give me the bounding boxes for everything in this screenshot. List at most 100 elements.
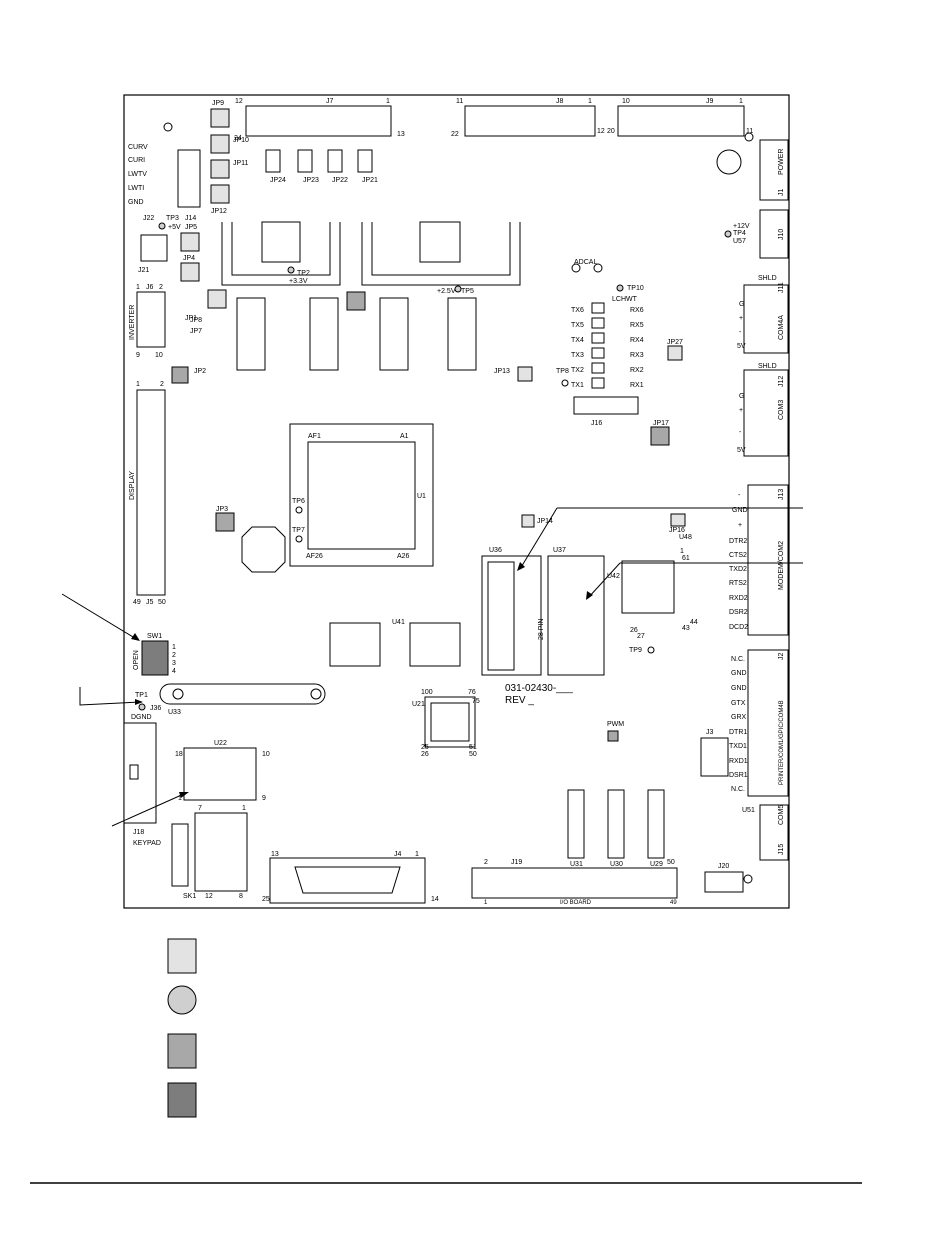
j6-pin1: 1 [136, 284, 140, 291]
connector-j8: 11 J8 1 22 12 [451, 98, 605, 138]
u21-pin50: 50 [469, 751, 477, 758]
tp2-label: TP2 [297, 270, 310, 277]
u21-pin100: 100 [421, 689, 433, 696]
callout-line-u37b [587, 562, 621, 599]
tp5-point [454, 285, 462, 293]
jumper-jp16 [670, 513, 686, 527]
j5-pin49: 49 [133, 599, 141, 606]
tp4-label: TP4 [733, 230, 746, 237]
p33v-label: +3.3V [289, 278, 308, 285]
jumper-jp4 [180, 262, 200, 282]
tp3-label: TP3 [166, 215, 179, 222]
chip-u14 [447, 297, 477, 371]
connector-j6 [136, 291, 166, 348]
j20-label: J20 [718, 863, 729, 870]
u1-label: U1 [417, 493, 426, 500]
callout-line-tp1 [79, 687, 141, 706]
j11-label: J11 [778, 282, 785, 293]
plus5v-label: +5V [168, 224, 181, 231]
power-label: POWER [778, 149, 785, 175]
jp14-label: JP14 [537, 518, 553, 525]
jp4-label: JP4 [183, 255, 195, 262]
connector-j18 [123, 722, 157, 824]
u57-label: U57 [733, 238, 746, 245]
connector-j19 [471, 867, 678, 899]
callout-arrow-u22 [179, 792, 189, 798]
cts2-label: CTS2 [729, 552, 747, 559]
tp7-point [295, 535, 303, 543]
com3-label: COM3 [778, 400, 785, 420]
tx6: TX6 [571, 307, 584, 314]
j4-label: J4 [394, 851, 402, 858]
connector-j7: 12 J7 1 24 13 [234, 98, 405, 142]
jp9-label: JP9 [212, 100, 224, 107]
u21-label: U21 [412, 701, 425, 708]
j8-name: J8 [556, 98, 564, 105]
component-u33 [159, 683, 326, 705]
j4-pin25: 25 [262, 896, 270, 903]
minus1-label: - [739, 329, 742, 336]
j5-pin1: 1 [136, 381, 140, 388]
j7-right-pin: 1 [386, 98, 390, 105]
jp1-label: JP1 [185, 315, 197, 322]
rx2: RX2 [630, 367, 644, 374]
connector-j10 [759, 209, 789, 259]
jp3-label: JP3 [216, 506, 228, 513]
u37-label: U37 [553, 547, 566, 554]
connector-j5 [136, 389, 166, 596]
callout-line-u22 [111, 792, 187, 827]
u36-label: U36 [489, 547, 502, 554]
u22-label: U22 [214, 740, 227, 747]
j6-label: J6 [146, 284, 154, 291]
chip-u41 [409, 622, 461, 667]
part-number: 031-02430-___ [505, 683, 573, 694]
tp9-label: TP9 [629, 647, 642, 654]
u29-label: U29 [650, 861, 663, 868]
j22-label: J22 [143, 215, 154, 222]
connector-j21 [140, 234, 168, 262]
tp10-point [616, 284, 624, 292]
g2-label: G [739, 393, 744, 400]
u21-pin51: 51 [469, 744, 477, 751]
p25v-label: +2.5V [437, 288, 456, 295]
j5-pin2: 2 [160, 381, 164, 388]
lwti-label: LWTI [128, 185, 144, 192]
jp21-label: JP21 [362, 177, 378, 184]
u22-pin18: 18 [175, 751, 183, 758]
j8-left-pin: 11 [456, 98, 463, 105]
printer-label: PRINTER/COM1/GPIC/COM4B [779, 700, 785, 785]
chip-u29 [647, 789, 665, 859]
j4-pin13: 13 [271, 851, 279, 858]
connector-j3 [700, 737, 729, 777]
j19-pin1: 1 [484, 900, 488, 906]
tp7-label: TP7 [292, 527, 305, 534]
callout-line-sw1 [61, 593, 139, 641]
jumper-b [210, 159, 230, 179]
rx1: RX1 [630, 382, 644, 389]
connector-j9: 10 J9 1 20 11 [607, 98, 753, 137]
sk1-label: SK1 [183, 893, 196, 900]
5v2-label: 5V [737, 447, 746, 454]
rxd1-label: RXD1 [729, 758, 748, 765]
tp9-point [647, 646, 655, 654]
j13-gnd: GND [732, 507, 748, 514]
chip-u22 [183, 747, 257, 801]
j15-label: J15 [778, 844, 785, 855]
tx4: TX4 [571, 337, 584, 344]
jumper-jp13 [517, 366, 533, 382]
u21-pin26: 26 [421, 751, 429, 758]
jp7-label: JP7 [190, 328, 202, 335]
jp21-block [357, 149, 373, 173]
heatsink-vr2 [221, 221, 341, 286]
jp17-label: JP17 [653, 420, 669, 427]
connector-j13 [747, 484, 789, 636]
connector-j14 [177, 149, 201, 208]
nc2-label: N.C. [731, 786, 745, 793]
j5-pin50: 50 [158, 599, 166, 606]
jp11-label: JP11 [233, 160, 249, 167]
txd2-label: TXD2 [729, 566, 747, 573]
connector-j2 [747, 649, 789, 797]
jp2-label: JP2 [194, 368, 206, 375]
tx5: TX5 [571, 322, 584, 329]
tp6-point [295, 506, 303, 514]
